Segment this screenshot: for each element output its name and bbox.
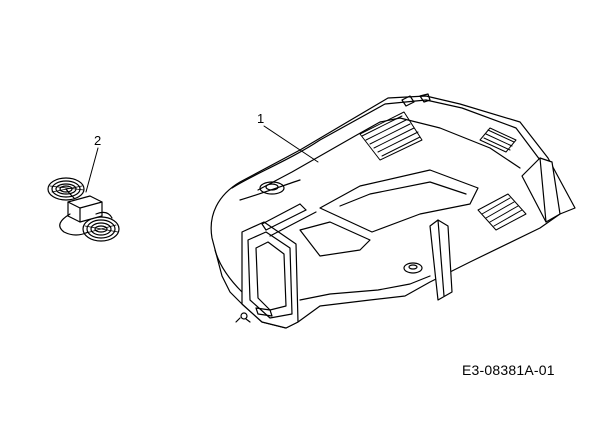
vent-slots-top bbox=[359, 111, 423, 161]
grille-right bbox=[479, 127, 517, 153]
leader-line-1 bbox=[263, 125, 319, 163]
part-2-power-supply bbox=[47, 177, 120, 242]
part-1-cover-body bbox=[210, 93, 576, 329]
leader-line-2 bbox=[85, 147, 99, 193]
callout-number-1: 1 bbox=[257, 111, 265, 126]
callout-number-2: 2 bbox=[94, 133, 102, 148]
vent-slots-right bbox=[477, 193, 527, 231]
drawing-code-label: E3-08381A-01 bbox=[462, 362, 555, 378]
